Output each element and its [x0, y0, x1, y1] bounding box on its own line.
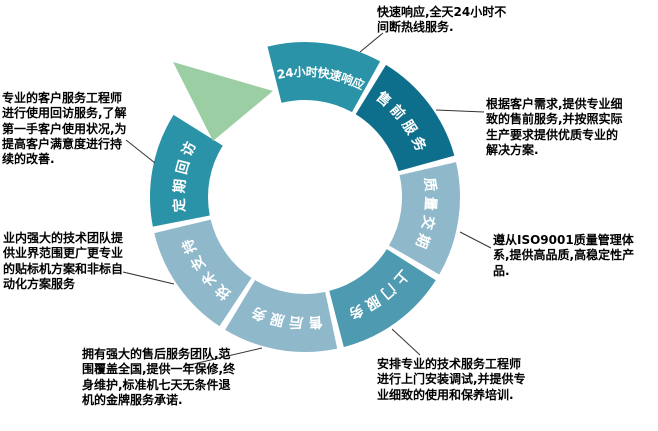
- cycle-direction-arrow-icon: [173, 62, 273, 141]
- annotation-pre-sales: 根据客户需求,提供专业细致的售前服务,并按照实际生产要求提供优质专业的解决方案.: [486, 97, 623, 158]
- ring-segment-6: [154, 219, 252, 327]
- ring-segment-3: [389, 162, 460, 275]
- ring-segment-1: [267, 42, 381, 113]
- annotation-quality: 遵从ISO9001质量管理体系,提供高品质,高稳定性产品.: [493, 233, 635, 278]
- annotation-follow-up: 专业的客户服务工程师进行使用回访服务,了解第一手客户使用状况,为提高客户满意度进…: [2, 91, 127, 167]
- leader-line-2: [435, 109, 485, 113]
- ring-segment-2: [355, 64, 455, 172]
- ring-segment-7: [150, 114, 223, 227]
- ring-segment-4: [329, 249, 436, 348]
- leader-line-7: [125, 139, 156, 164]
- leader-line-1: [359, 32, 384, 53]
- leader-line-5: [184, 347, 263, 367]
- annotation-rapid-response: 快速响应,全天24小时不间断热线服务.: [377, 5, 507, 35]
- annotation-after-sales: 拥有强大的售后服务团队,范围覆盖全国,提供一年保修,终身维护,标准机七天无条件退…: [82, 347, 236, 408]
- ring-segment-5: [225, 280, 338, 353]
- leader-line-3: [459, 231, 492, 249]
- annotation-tech-team: 业内强大的技术团队提供业界范围更广更专业的贴标机方案和非标自动化方案服务: [3, 231, 124, 292]
- leader-line-6: [122, 271, 175, 285]
- annotation-onsite-service: 安排专业的技术服务工程师进行上门安装调试,并提供专业细致的使用和保养培训.: [377, 357, 526, 402]
- leader-line-4: [391, 328, 421, 356]
